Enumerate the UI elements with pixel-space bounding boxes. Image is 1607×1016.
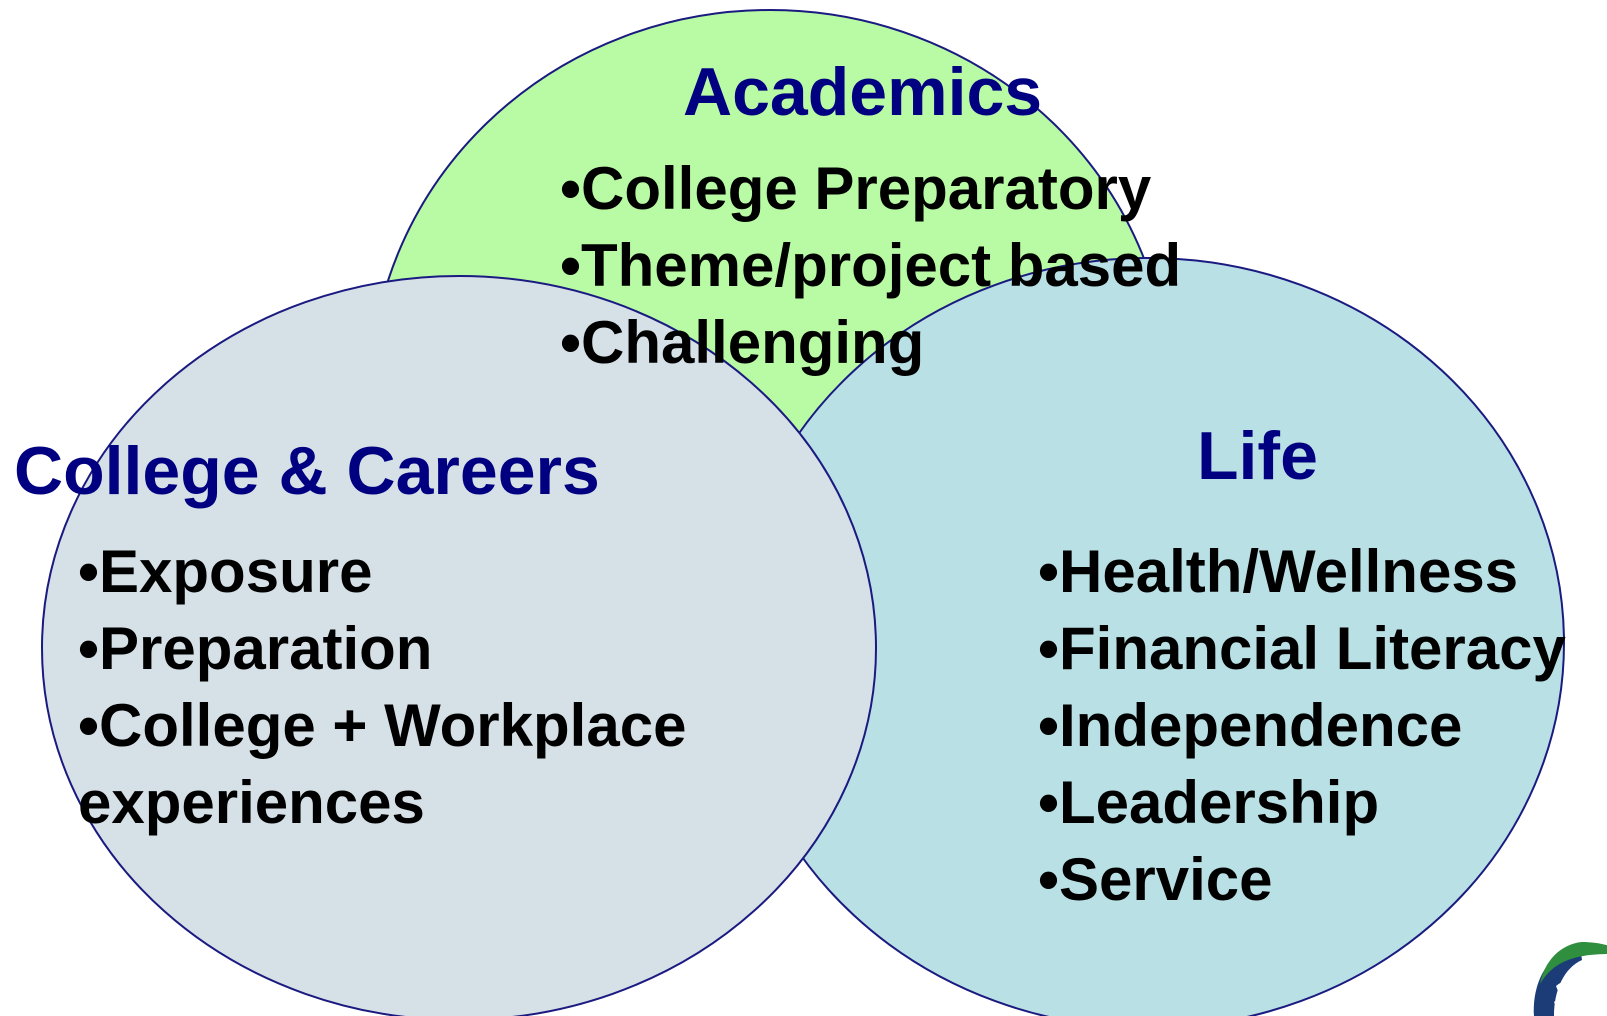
list-item: •Service — [1038, 846, 1273, 913]
list-item: •Theme/project based — [560, 232, 1182, 299]
list-item: •Challenging — [560, 309, 925, 376]
life-title: Life — [1197, 418, 1318, 494]
list-item: •Preparation — [78, 615, 433, 682]
college-careers-circle — [41, 275, 877, 1016]
academics-list: •College Preparatory •Theme/project base… — [560, 150, 1181, 381]
list-item: experiences — [78, 769, 425, 836]
list-item: •Independence — [1038, 692, 1463, 759]
list-item: •College Preparatory — [560, 155, 1152, 222]
list-item: •Leadership — [1038, 769, 1380, 836]
life-list: •Health/Wellness •Financial Literacy •In… — [1038, 533, 1566, 918]
list-item: •College + Workplace — [78, 692, 687, 759]
academics-title: Academics — [683, 54, 1043, 130]
college-careers-list: •Exposure •Preparation •College + Workpl… — [78, 533, 686, 841]
list-item: •Health/Wellness — [1038, 538, 1519, 605]
school-logo-icon — [1533, 942, 1607, 1016]
list-item: •Exposure — [78, 538, 373, 605]
list-item: •Financial Literacy — [1038, 615, 1566, 682]
college-careers-title: College & Careers — [14, 433, 600, 509]
